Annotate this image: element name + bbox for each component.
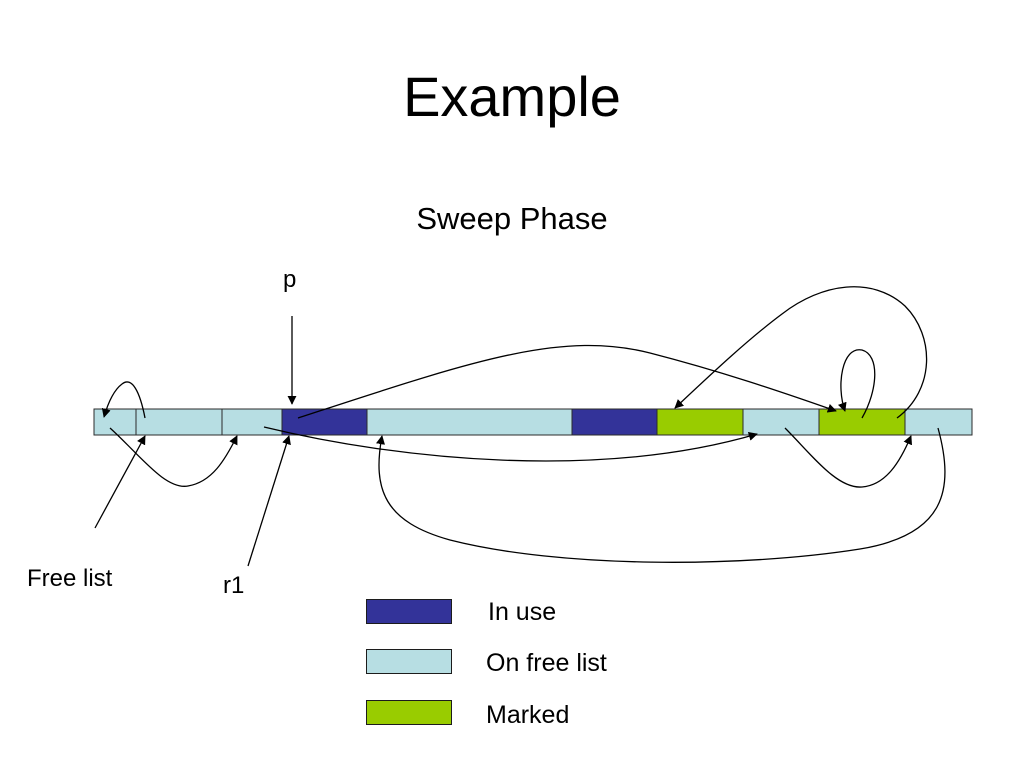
slide-title: Example: [403, 65, 621, 128]
pointer-loop-2-arrow: [674, 286, 928, 419]
r1-label: r1: [223, 572, 245, 599]
free-link-4-arrow: [784, 427, 912, 488]
free-list-label: Free list: [27, 565, 113, 592]
heap-block-1: [93, 408, 137, 436]
free-link-2-arrow: [109, 427, 238, 487]
legend-label-on-free-list: On free list: [486, 649, 607, 677]
heap-block-9: [818, 408, 906, 436]
p-label: p: [283, 266, 297, 293]
heap-block-5: [366, 408, 573, 436]
self-loop-arrow: [837, 349, 876, 419]
legend-swatch-in-use: [366, 599, 452, 624]
heap-block-3: [221, 408, 283, 436]
legend-label-marked: Marked: [486, 701, 570, 729]
heap-row: [93, 408, 973, 436]
heap-block-2: [135, 408, 223, 436]
r1-pointer-arrow: [247, 435, 291, 567]
free-link-3-arrow: [263, 426, 758, 462]
subtitle: Sweep Phase: [416, 201, 608, 236]
legend-swatch-marked: [366, 700, 452, 725]
heap-block-4: [281, 408, 368, 436]
free-link-1-arrow: [101, 381, 146, 419]
free-link-5-arrow: [376, 427, 946, 563]
free-list-pointer-arrow: [94, 435, 146, 529]
heap-block-7: [656, 408, 744, 436]
heap-block-8: [742, 408, 820, 436]
legend-swatch-on-free-list: [366, 649, 452, 674]
heap-block-6: [571, 408, 658, 436]
pointer-arc-1-arrow: [297, 344, 837, 419]
legend-label-in-use: In use: [488, 598, 557, 626]
